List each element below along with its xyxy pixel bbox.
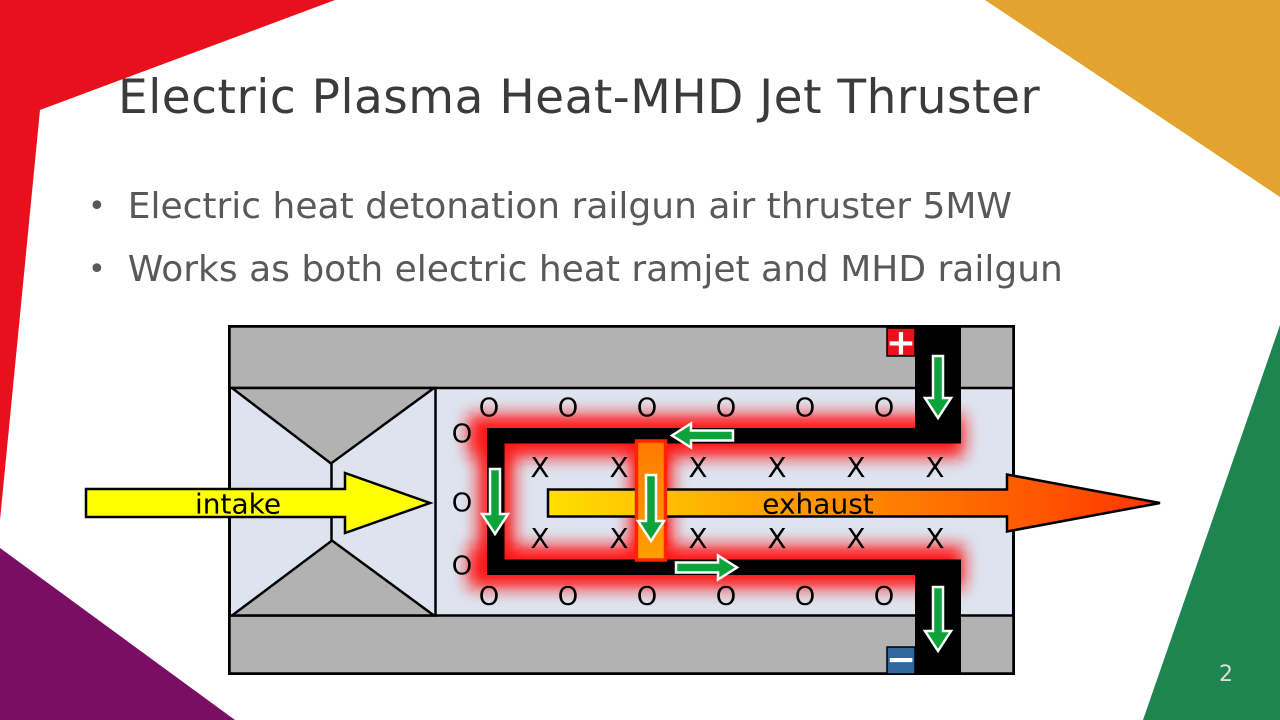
field-out-symbol: O bbox=[795, 582, 815, 612]
negative-terminal-sign: − bbox=[886, 640, 916, 681]
field-in-symbol: X bbox=[925, 451, 944, 484]
field-in-symbol: X bbox=[767, 451, 786, 484]
field-out-symbol: O bbox=[637, 582, 657, 612]
field-in-symbol: X bbox=[609, 522, 628, 555]
field-out-symbol: O bbox=[874, 394, 894, 424]
field-out-symbol: O bbox=[479, 394, 499, 424]
bullet-marker: • bbox=[88, 189, 106, 224]
funnel-wedge-bottom bbox=[228, 538, 438, 617]
field-out-symbol: O bbox=[452, 420, 472, 450]
bullet-marker: • bbox=[88, 252, 106, 287]
field-in-symbol: X bbox=[925, 522, 944, 555]
current-arrow-bottom-rail bbox=[674, 553, 740, 582]
bullet-item: • Works as both electric heat ramjet and… bbox=[88, 238, 1188, 301]
decoration-top-left bbox=[0, 0, 335, 520]
field-in-symbol: X bbox=[609, 451, 628, 484]
bullet-text: Works as both electric heat ramjet and M… bbox=[127, 249, 1063, 290]
current-arrow-armature bbox=[635, 473, 667, 544]
positive-terminal bbox=[886, 327, 916, 357]
casing-bottom-strip bbox=[228, 614, 1015, 675]
field-out-symbol: O bbox=[795, 394, 815, 424]
decoration-bottom-right bbox=[1143, 325, 1280, 720]
field-out-symbol: O bbox=[558, 394, 578, 424]
exhaust-arrow bbox=[546, 472, 1161, 534]
field-in-symbol: X bbox=[530, 522, 549, 555]
field-in-rows: X X X X X X X X X X X X bbox=[530, 451, 944, 555]
field-out-rows: O O O O O O O O O O O O O O O bbox=[452, 394, 894, 613]
field-in-symbol: X bbox=[846, 522, 865, 555]
current-arrow-positive-electrode bbox=[922, 354, 954, 421]
negative-terminal bbox=[886, 646, 916, 675]
decoration-bottom-left bbox=[0, 548, 235, 720]
field-in-symbol: X bbox=[530, 451, 549, 484]
current-arrow-negative-electrode bbox=[922, 585, 954, 654]
casing-top-strip bbox=[228, 325, 1015, 390]
thruster-diagram: O O O O O O O O O O O O O O O X X X X X … bbox=[84, 323, 1161, 681]
decoration-top-right bbox=[985, 0, 1280, 197]
positive-terminal-sign: + bbox=[886, 323, 916, 364]
field-out-symbol: O bbox=[637, 394, 657, 424]
field-out-symbol: O bbox=[874, 582, 894, 612]
exhaust-label: exhaust bbox=[762, 488, 874, 521]
field-out-symbol: O bbox=[558, 582, 578, 612]
bullet-item: • Electric heat detonation railgun air t… bbox=[88, 175, 1188, 238]
intake-label: intake bbox=[195, 488, 281, 521]
field-in-symbol: X bbox=[688, 451, 707, 484]
current-arrows bbox=[479, 354, 954, 654]
field-out-symbol: O bbox=[716, 394, 736, 424]
field-out-symbol: O bbox=[716, 582, 736, 612]
field-out-symbol: O bbox=[479, 582, 499, 612]
field-out-symbol: O bbox=[452, 552, 472, 582]
field-out-symbol: O bbox=[452, 489, 472, 519]
current-arrow-left-rail bbox=[479, 467, 511, 537]
field-in-symbol: X bbox=[688, 522, 707, 555]
intake-arrow bbox=[84, 471, 434, 535]
funnel-wedge-top bbox=[228, 386, 438, 466]
field-in-symbol: X bbox=[846, 451, 865, 484]
slide-title: Electric Plasma Heat-MHD Jet Thruster bbox=[118, 70, 1041, 125]
page-number: 2 bbox=[1219, 662, 1233, 687]
current-arrow-top-rail bbox=[669, 421, 735, 450]
field-in-symbol: X bbox=[767, 522, 786, 555]
bullet-text: Electric heat detonation railgun air thr… bbox=[127, 186, 1013, 227]
